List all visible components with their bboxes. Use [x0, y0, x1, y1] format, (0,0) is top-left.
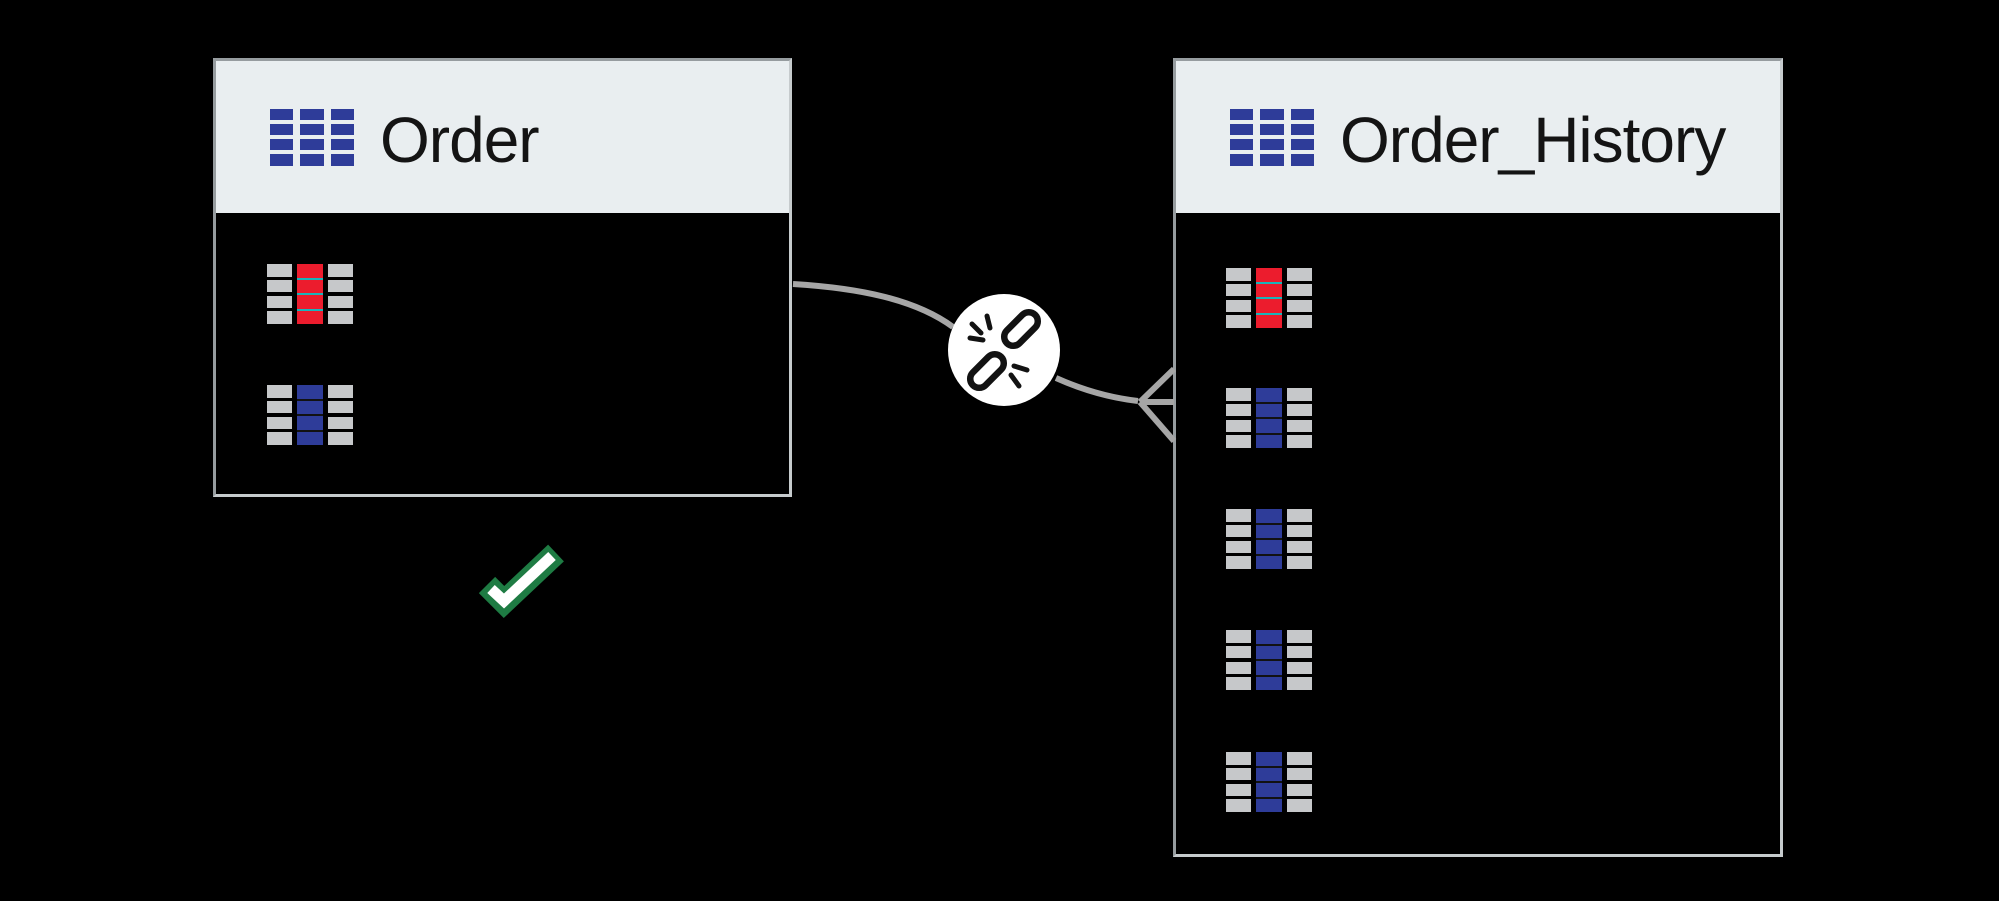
column-icon-mid: [1256, 630, 1282, 690]
table-grid-icon: [270, 108, 354, 166]
column-icon[interactable]: [1226, 268, 1312, 328]
column-icon-side: [1226, 509, 1251, 569]
column-icon-side: [1226, 752, 1251, 812]
column-icon-mid: [1256, 509, 1282, 569]
column-icon-side: [1287, 388, 1312, 448]
column-icon-mid: [1256, 752, 1282, 812]
column-icon-side: [1287, 509, 1312, 569]
crow-foot-many-icon: [1137, 366, 1177, 443]
column-icon-side: [1287, 268, 1312, 328]
column-icon-mid: [1256, 388, 1282, 448]
table-order-header: Order: [216, 61, 789, 213]
table-order[interactable]: Order: [213, 58, 792, 497]
column-icon[interactable]: [267, 264, 353, 324]
valid-checkmark-icon: [478, 544, 564, 619]
column-icon[interactable]: [1226, 752, 1312, 812]
relationship-line[interactable]: [1054, 375, 1139, 404]
column-icon-side: [328, 264, 353, 324]
column-icon-side: [1226, 388, 1251, 448]
column-icon-side: [1226, 630, 1251, 690]
column-icon-side: [1226, 268, 1251, 328]
table-grid-icon: [1230, 108, 1314, 166]
column-icon[interactable]: [1226, 630, 1312, 690]
column-icon-side: [267, 385, 292, 445]
column-icon-mid: [1256, 268, 1282, 328]
table-order-history-header: Order_History: [1176, 61, 1780, 213]
column-icon[interactable]: [1226, 388, 1312, 448]
column-icon-side: [1287, 630, 1312, 690]
column-icon-side: [328, 385, 353, 445]
table-title: Order: [380, 104, 540, 176]
column-icon[interactable]: [267, 385, 353, 445]
column-icon-side: [1287, 752, 1312, 812]
table-title: Order_History: [1340, 104, 1726, 176]
relationship-badge[interactable]: [948, 294, 1060, 406]
relationship-line[interactable]: [792, 281, 955, 330]
column-icon-mid: [297, 264, 323, 324]
column-icon-side: [267, 264, 292, 324]
broken-link-icon: [966, 308, 1042, 392]
table-order-history[interactable]: Order_History: [1173, 58, 1783, 857]
column-icon[interactable]: [1226, 509, 1312, 569]
column-icon-mid: [297, 385, 323, 445]
